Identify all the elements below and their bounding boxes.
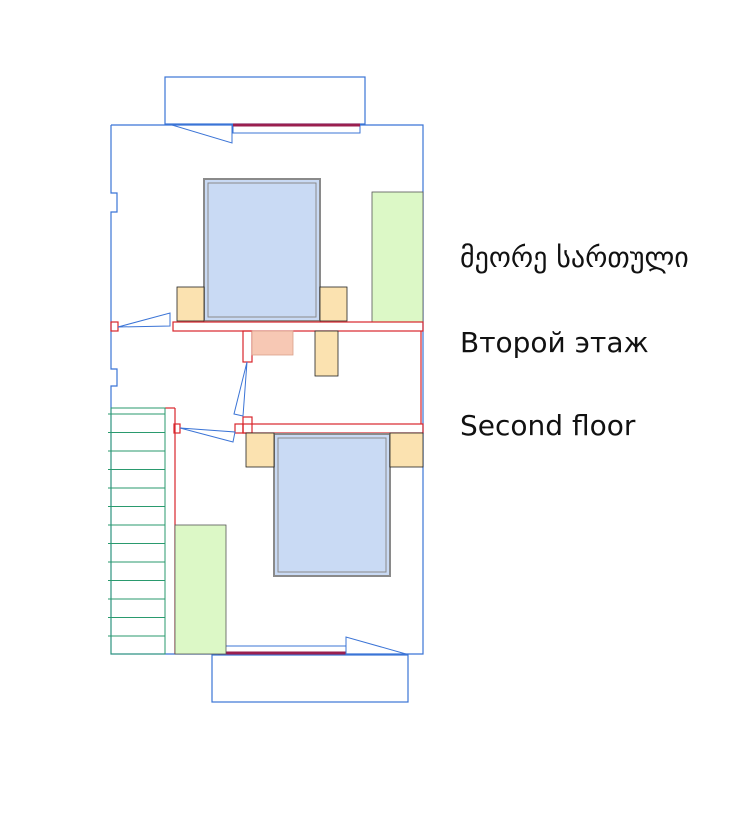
- upper-bedroom-door: [117, 312, 171, 328]
- bathroom-rug: [251, 330, 294, 356]
- lower-bedroom-door: [179, 427, 236, 443]
- lower-nightstand-left: [245, 432, 275, 468]
- lower-nightstand-right: [389, 432, 424, 468]
- floor-label-english: Second floor: [460, 409, 636, 442]
- outer-wall: [110, 124, 424, 655]
- upper-partition: [172, 321, 424, 332]
- floor-label-georgian: მეორე სართული: [460, 241, 689, 274]
- lower-bed: [273, 433, 391, 577]
- bathroom-post-top: [242, 330, 253, 363]
- bathroom-post-bottom: [242, 416, 253, 434]
- bathroom-door: [233, 361, 248, 417]
- upper-bed-inner: [207, 182, 317, 318]
- door-jamb-bath: [234, 423, 244, 434]
- lower-partition: [242, 423, 424, 434]
- upper-nightstand-right: [319, 286, 348, 322]
- top-balcony-door: [171, 124, 233, 144]
- upper-wardrobe: [371, 191, 424, 323]
- staircase: [108, 407, 166, 655]
- door-jamb-upper: [110, 321, 119, 332]
- floor-label-russian: Второй этаж: [460, 326, 649, 359]
- bottom-balcony: [211, 654, 409, 703]
- bottom-balcony-door: [345, 636, 407, 655]
- top-balcony: [164, 76, 366, 125]
- upper-nightstand-left: [176, 286, 205, 322]
- bathroom-cabinet: [314, 330, 339, 377]
- stair-outline: [110, 407, 166, 655]
- upper-bed: [203, 178, 321, 322]
- lower-wardrobe: [174, 524, 227, 655]
- lower-bed-inner: [277, 437, 387, 573]
